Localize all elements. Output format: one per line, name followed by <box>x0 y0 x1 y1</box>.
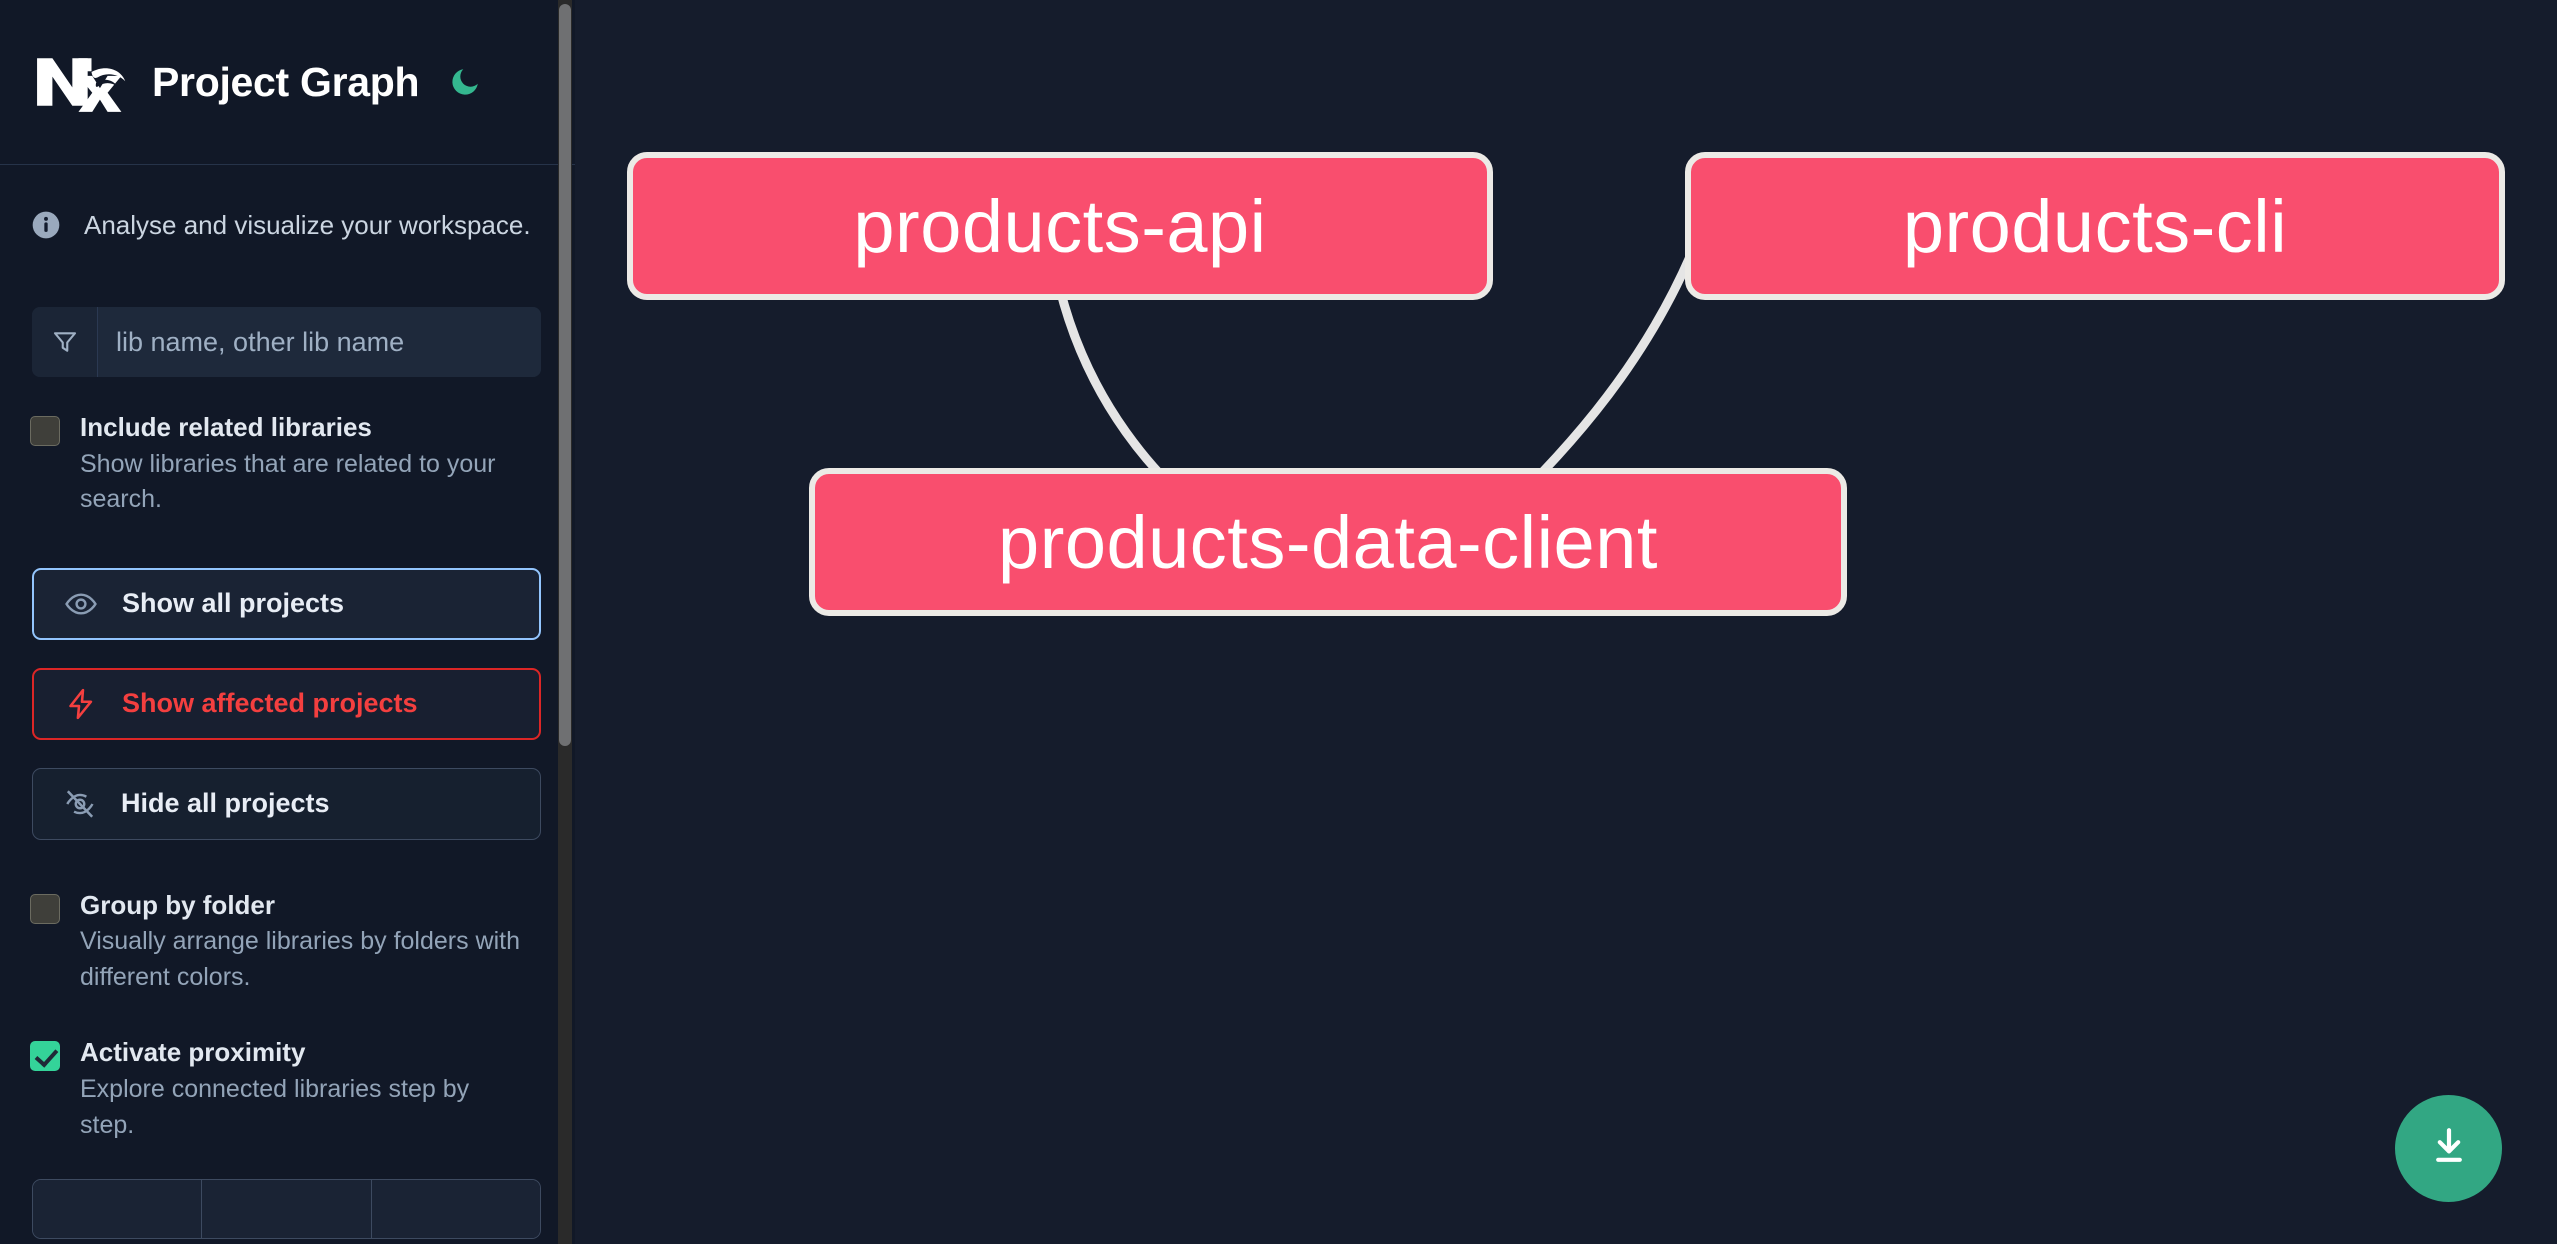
download-icon <box>2425 1123 2473 1174</box>
node-label: products-data-client <box>998 500 1658 584</box>
sidebar-scroll-area: Project Graph Analyse and visualize your… <box>0 0 575 1244</box>
proximity-step-segmented-control[interactable] <box>32 1179 541 1240</box>
sidebar-scrollbar-thumb[interactable] <box>559 4 571 746</box>
sidebar-tagline: Analyse and visualize your workspace. <box>0 165 575 241</box>
lightning-bolt-icon <box>64 686 100 722</box>
option-label: Group by folder <box>80 889 275 920</box>
option-label: Include related libraries <box>80 412 372 442</box>
eye-off-icon <box>63 786 99 822</box>
graph-node-products-data-client[interactable]: products-data-client <box>809 468 1847 616</box>
button-label: Show affected projects <box>122 688 418 719</box>
node-label: products-api <box>853 184 1267 268</box>
eye-icon <box>64 586 100 622</box>
segment-2[interactable] <box>202 1180 372 1239</box>
hide-all-projects-button[interactable]: Hide all projects <box>32 767 541 840</box>
option-description: Explore connected libraries step by step… <box>80 1075 470 1139</box>
graph-node-products-api[interactable]: products-api <box>627 152 1493 300</box>
filter-funnel-icon <box>32 307 98 377</box>
button-label: Show all projects <box>122 588 345 619</box>
search-row <box>32 307 541 377</box>
page-title: Project Graph <box>152 58 420 105</box>
option-group-by-folder[interactable]: Group by folder Visually arrange librari… <box>0 890 575 996</box>
button-label: Hide all projects <box>121 788 330 819</box>
download-graph-button[interactable] <box>2395 1095 2502 1202</box>
tagline-text: Analyse and visualize your workspace. <box>84 209 531 240</box>
graph-node-products-cli[interactable]: products-cli <box>1685 152 2505 300</box>
segment-3[interactable] <box>371 1180 540 1239</box>
show-affected-projects-button[interactable]: Show affected projects <box>32 667 541 740</box>
segment-1[interactable] <box>33 1180 203 1239</box>
node-label: products-cli <box>1902 184 2288 268</box>
checkbox-group-by-folder[interactable] <box>30 893 60 924</box>
option-include-related-libraries[interactable]: Include related libraries Show libraries… <box>0 412 575 518</box>
option-description: Visually arrange libraries by folders wi… <box>80 927 521 991</box>
info-icon <box>30 209 62 241</box>
checkbox-activate-proximity[interactable] <box>30 1041 60 1072</box>
sidebar-header: Project Graph <box>0 0 575 165</box>
option-activate-proximity[interactable]: Activate proximity Explore connected lib… <box>0 1037 575 1143</box>
option-label: Activate proximity <box>80 1037 306 1068</box>
show-all-projects-button[interactable]: Show all projects <box>32 567 541 640</box>
search-input[interactable] <box>98 307 541 377</box>
nx-logo-icon <box>34 52 126 112</box>
graph-canvas[interactable]: products-api products-cli products-data-… <box>575 0 2557 1244</box>
option-description: Show libraries that are related to your … <box>80 449 496 514</box>
sidebar: Project Graph Analyse and visualize your… <box>0 0 575 1244</box>
moon-icon[interactable] <box>445 62 485 102</box>
checkbox-include-related-libraries[interactable] <box>30 416 60 446</box>
